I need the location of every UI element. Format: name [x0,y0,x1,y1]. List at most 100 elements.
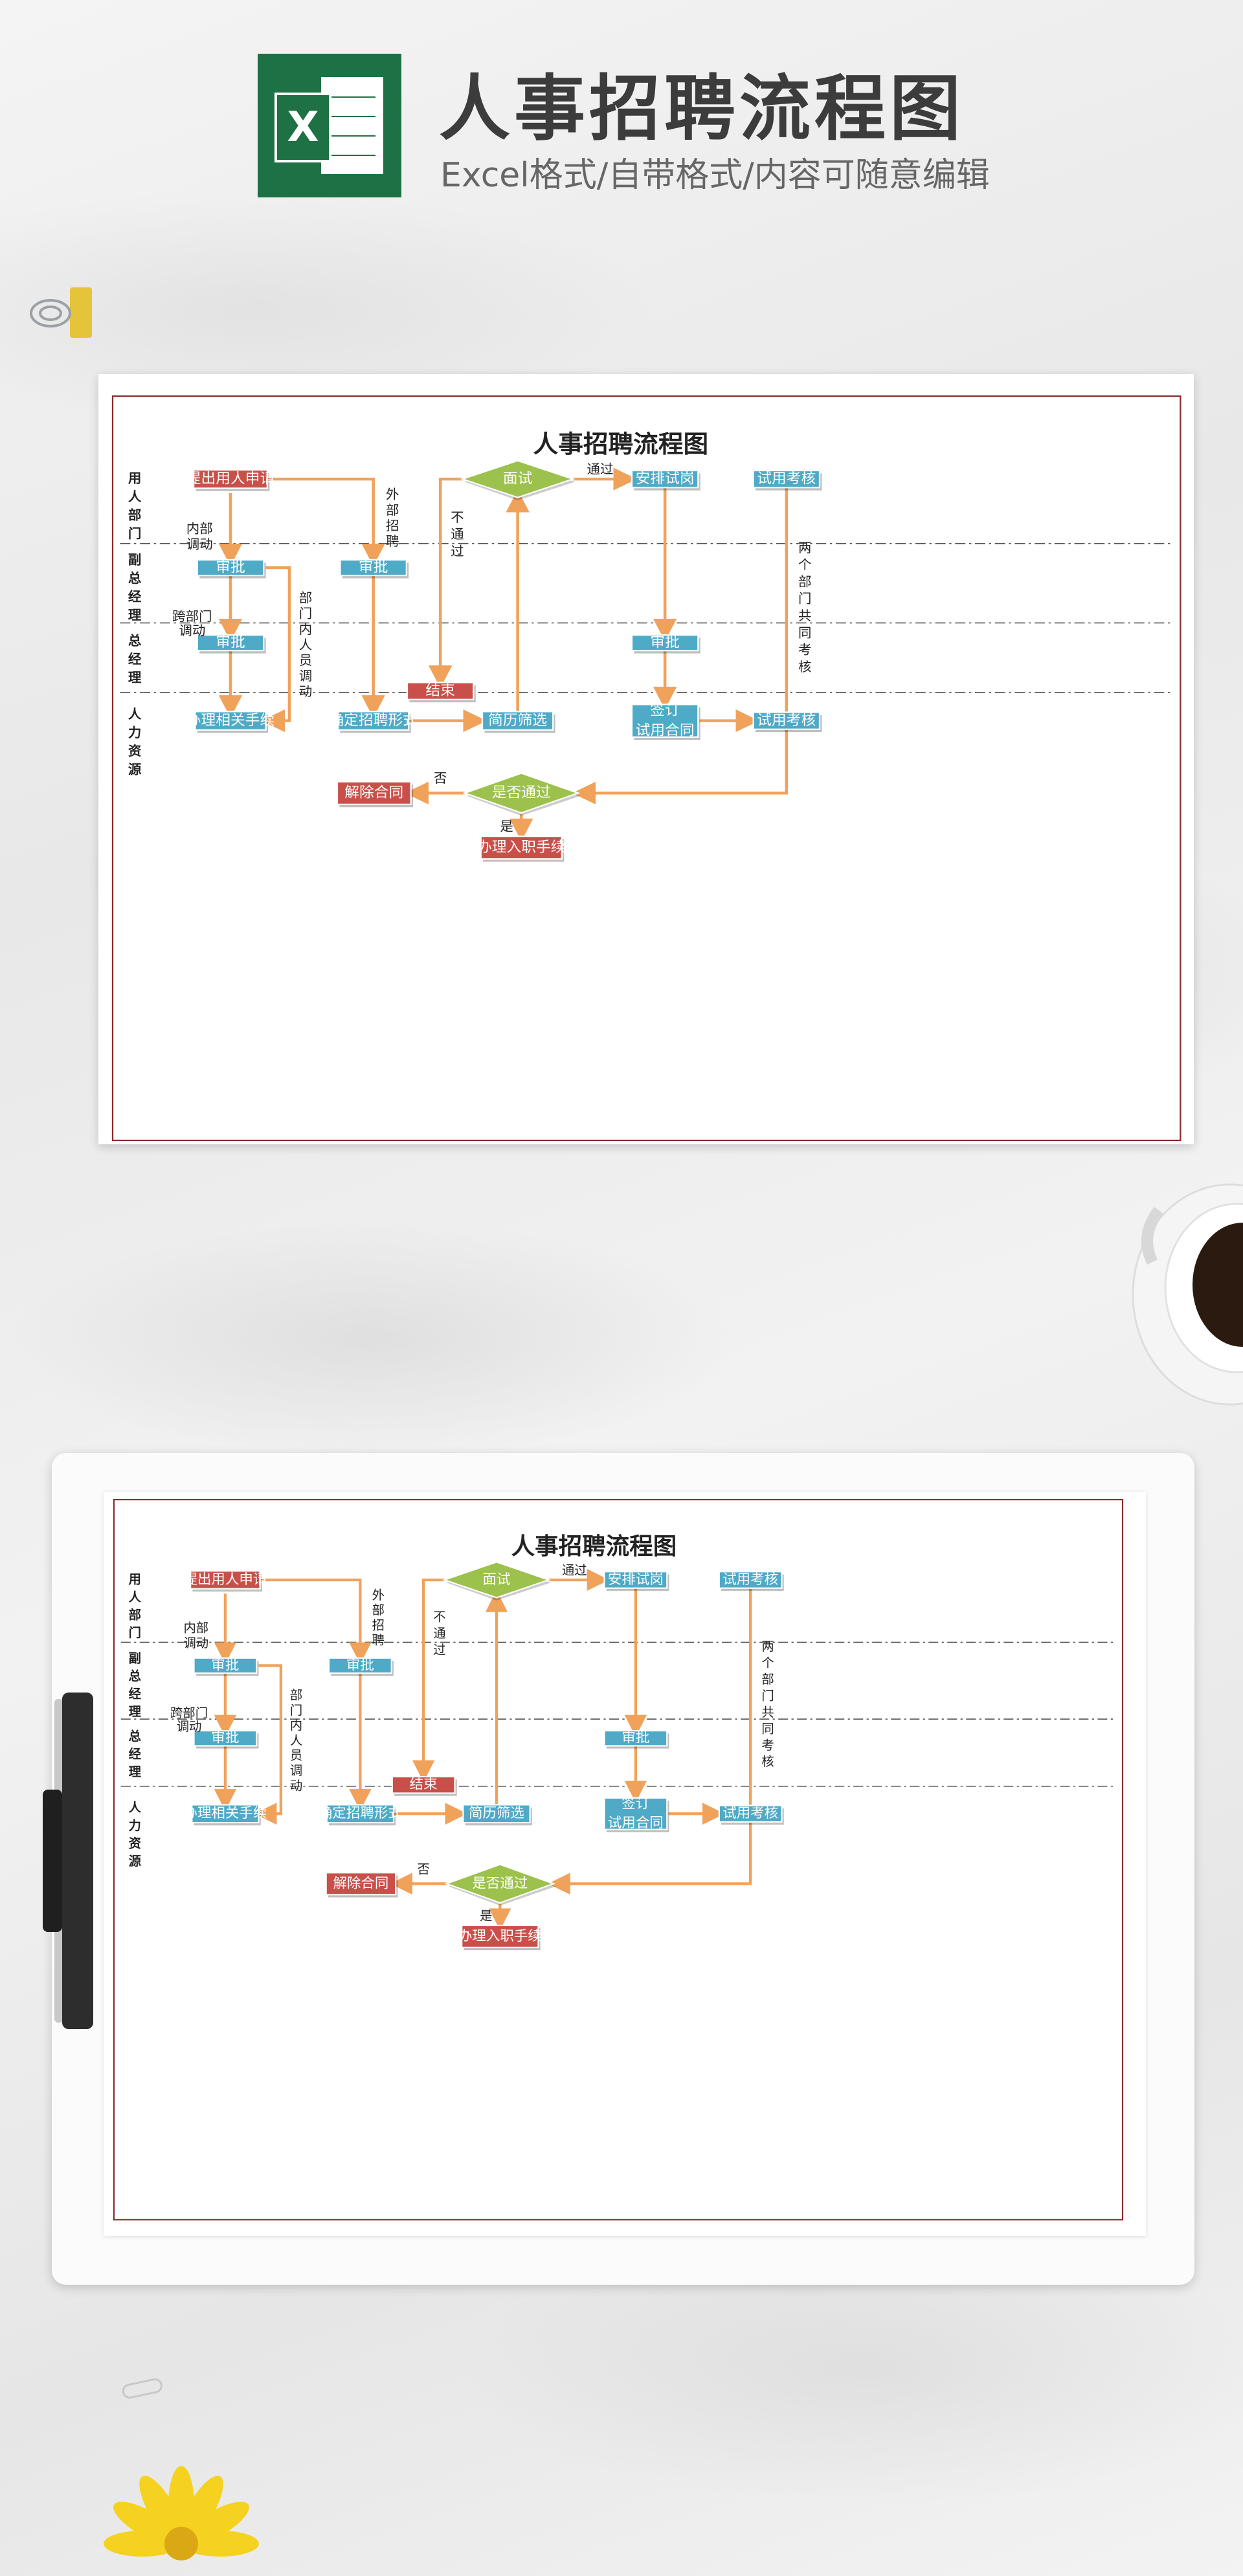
label-joint-review-char: 同 [761,1722,774,1737]
label-intra-dept-char: 员 [290,1748,302,1763]
node-onboard[interactable]: 办理入职手续 [458,1924,542,1951]
node-end[interactable]: 结束 [391,1775,457,1796]
flowchart-top: 人事招聘流程图用人部门副总经理总经理人力资源提出用人申请审批审批审批办理相关手续… [111,395,1181,1142]
node-resume-screen[interactable]: 简历筛选 [481,711,555,733]
node-terminate[interactable]: 解除合同 [336,781,414,808]
node-approve-vp-internal[interactable]: 审批 [196,559,266,579]
lane-label-3-char: 力 [129,1818,141,1833]
node-terminate[interactable]: 解除合同 [325,1872,398,1898]
node-approve-vp-external[interactable]: 审批 [328,1657,394,1676]
node-end-label: 结束 [410,1777,438,1793]
node-onboard-label: 办理入职手续 [458,1928,542,1944]
node-approve-trial[interactable]: 审批 [631,634,700,654]
label-intra-dept-char: 员 [299,652,312,668]
preview-card-bottom: 人事招聘流程图用人部门副总经理总经理人力资源提出用人申请审批审批审批办理相关手续… [104,1492,1146,2236]
label-joint-review-char: 门 [798,591,811,606]
node-handle-transfer-label: 办理相关手续 [183,1805,267,1821]
node-probation-top[interactable]: 试用考核 [752,469,822,491]
label-joint-review-char: 门 [761,1689,774,1704]
node-interview-label: 面试 [503,471,533,487]
node-arrange-trial[interactable]: 安排试岗 [631,469,700,491]
node-approve-gm-label: 审批 [211,1730,239,1746]
node-onboard[interactable]: 办理入职手续 [477,836,566,862]
label-joint-review-char: 部 [761,1672,774,1687]
node-interview[interactable]: 面试 [442,1561,551,1601]
lane-label-2-char: 理 [128,670,141,685]
lane-label-3-char: 人 [129,1800,142,1815]
binder-clip-icon [30,287,92,338]
lane-label-0-char: 用 [129,1572,141,1587]
label-joint-review-char: 考 [761,1738,774,1753]
label-joint-review-char: 两 [761,1639,774,1654]
node-confirm-form[interactable]: 确定招聘形式 [329,711,418,733]
excel-x-mark: X [274,93,331,162]
node-passed-check[interactable]: 是否通过 [444,1863,556,1906]
arrow-request-to-external [258,1578,372,1665]
node-passed-check-label: 是否通过 [472,1875,528,1891]
label-yes: 是 [480,1909,492,1924]
node-probation-bottom[interactable]: 试用考核 [752,711,822,733]
lane-label-3-char: 源 [128,762,141,777]
node-confirm-form[interactable]: 确定招聘形式 [319,1804,402,1826]
label-joint-review-char: 核 [798,659,811,674]
label-external-char: 聘 [372,1633,385,1648]
node-submit-request[interactable]: 提出用人申请 [186,469,274,491]
lane-label-2-char: 总 [128,633,141,649]
node-interview-label: 面试 [482,1571,510,1588]
clipboard-clip-icon [43,1693,93,2029]
node-approve-gm[interactable]: 审批 [193,1730,259,1749]
lane-label-0-char: 部 [128,507,141,523]
label-internal-transfer: 内部 [183,1621,208,1636]
preview-card-top: 人事招聘流程图用人部门副总经理总经理人力资源提出用人申请审批审批审批办理相关手续… [98,374,1194,1144]
node-probation-top-label: 试用考核 [757,471,816,487]
node-approve-trial[interactable]: 审批 [603,1730,669,1749]
lane-label-2-char: 总 [129,1729,141,1744]
label-joint-review-char: 个 [761,1656,774,1671]
coffee-cup-icon [1132,1183,1243,1406]
node-handle-transfer[interactable]: 办理相关手续 [183,1804,267,1826]
label-not-pass-char: 过 [451,544,464,559]
label-external-char: 聘 [386,533,399,549]
node-probation-bottom-label: 试用考核 [757,712,816,729]
node-approve-gm[interactable]: 审批 [196,634,266,654]
label-intra-dept-char: 人 [290,1733,302,1748]
lane-label-1-char: 总 [128,570,141,586]
node-submit-request[interactable]: 提出用人申请 [183,1570,267,1592]
lane-label-2-char: 理 [129,1764,141,1779]
node-end[interactable]: 结束 [406,682,476,703]
node-probation-bottom[interactable]: 试用考核 [718,1804,784,1825]
lane-label-1-char: 经 [129,1686,142,1701]
label-internal-transfer-2: 调动 [186,537,213,552]
node-passed-check[interactable]: 是否通过 [462,772,581,816]
node-arrange-trial[interactable]: 安排试岗 [603,1571,669,1591]
node-arrange-trial-label: 安排试岗 [608,1571,664,1588]
node-handle-transfer[interactable]: 办理相关手续 [186,711,274,733]
label-not-pass-char: 不 [451,509,464,525]
label-joint-review-char: 同 [798,625,811,641]
label-yes: 是 [500,819,513,834]
label-intra-dept-char: 调 [290,1763,302,1778]
label-pass: 通过 [562,1563,587,1578]
node-probation-top[interactable]: 试用考核 [718,1571,784,1591]
node-resume-screen[interactable]: 简历筛选 [462,1804,532,1826]
diagram-title: 人事招聘流程图 [511,1532,677,1560]
diagram-frame [113,1498,1124,2221]
node-approve-trial-label: 审批 [650,634,680,651]
node-approve-vp-internal[interactable]: 审批 [193,1657,259,1676]
label-joint-review-char: 考 [798,642,811,658]
node-handle-transfer-label: 办理相关手续 [186,712,274,729]
node-interview[interactable]: 面试 [460,460,576,500]
label-cross-dept-2: 调动 [179,623,205,638]
label-intra-dept-char: 动 [290,1778,302,1793]
label-cross-dept-2: 调动 [177,1719,202,1734]
arrow-request-to-external [265,477,385,566]
node-approve-vp-external-label: 审批 [359,559,388,576]
node-approve-vp-external[interactable]: 审批 [339,559,409,579]
